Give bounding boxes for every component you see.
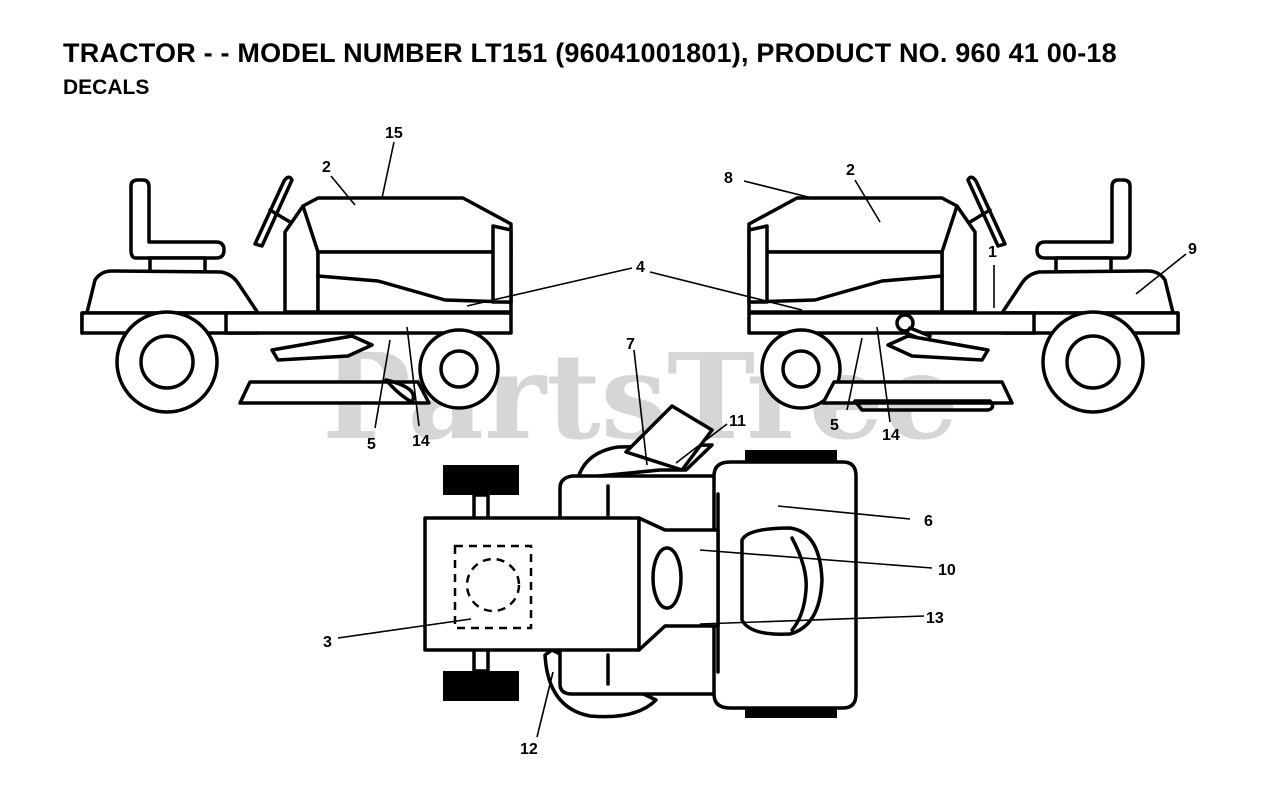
- tractor-right-side-view: [747, 175, 1180, 414]
- callout-5-right: 5: [830, 417, 839, 434]
- callout-3: 3: [323, 634, 332, 651]
- callout-7: 7: [626, 336, 635, 353]
- callout-14-left: 14: [412, 433, 430, 450]
- callout-1: 1: [988, 244, 997, 261]
- callout-6: 6: [924, 513, 933, 530]
- callout-14-right: 14: [882, 427, 900, 444]
- callout-leader-lines: [330, 141, 1187, 738]
- tractor-left-side-view: [80, 175, 513, 414]
- callout-5-left: 5: [367, 436, 376, 453]
- page-title: TRACTOR - - MODEL NUMBER LT151 (96041001…: [63, 38, 1117, 68]
- callout-10: 10: [938, 562, 956, 579]
- callout-9: 9: [1188, 241, 1197, 258]
- callout-11: 11: [729, 413, 746, 430]
- callout-8: 8: [724, 170, 733, 187]
- callout-12: 12: [520, 741, 538, 758]
- callout-4: 4: [636, 259, 645, 276]
- callout-2-left: 2: [322, 159, 331, 176]
- callout-15: 15: [385, 125, 403, 142]
- page-subtitle: DECALS: [63, 76, 150, 99]
- callout-13: 13: [926, 610, 944, 627]
- callout-2-right: 2: [846, 162, 855, 179]
- tractor-top-view: [423, 404, 858, 719]
